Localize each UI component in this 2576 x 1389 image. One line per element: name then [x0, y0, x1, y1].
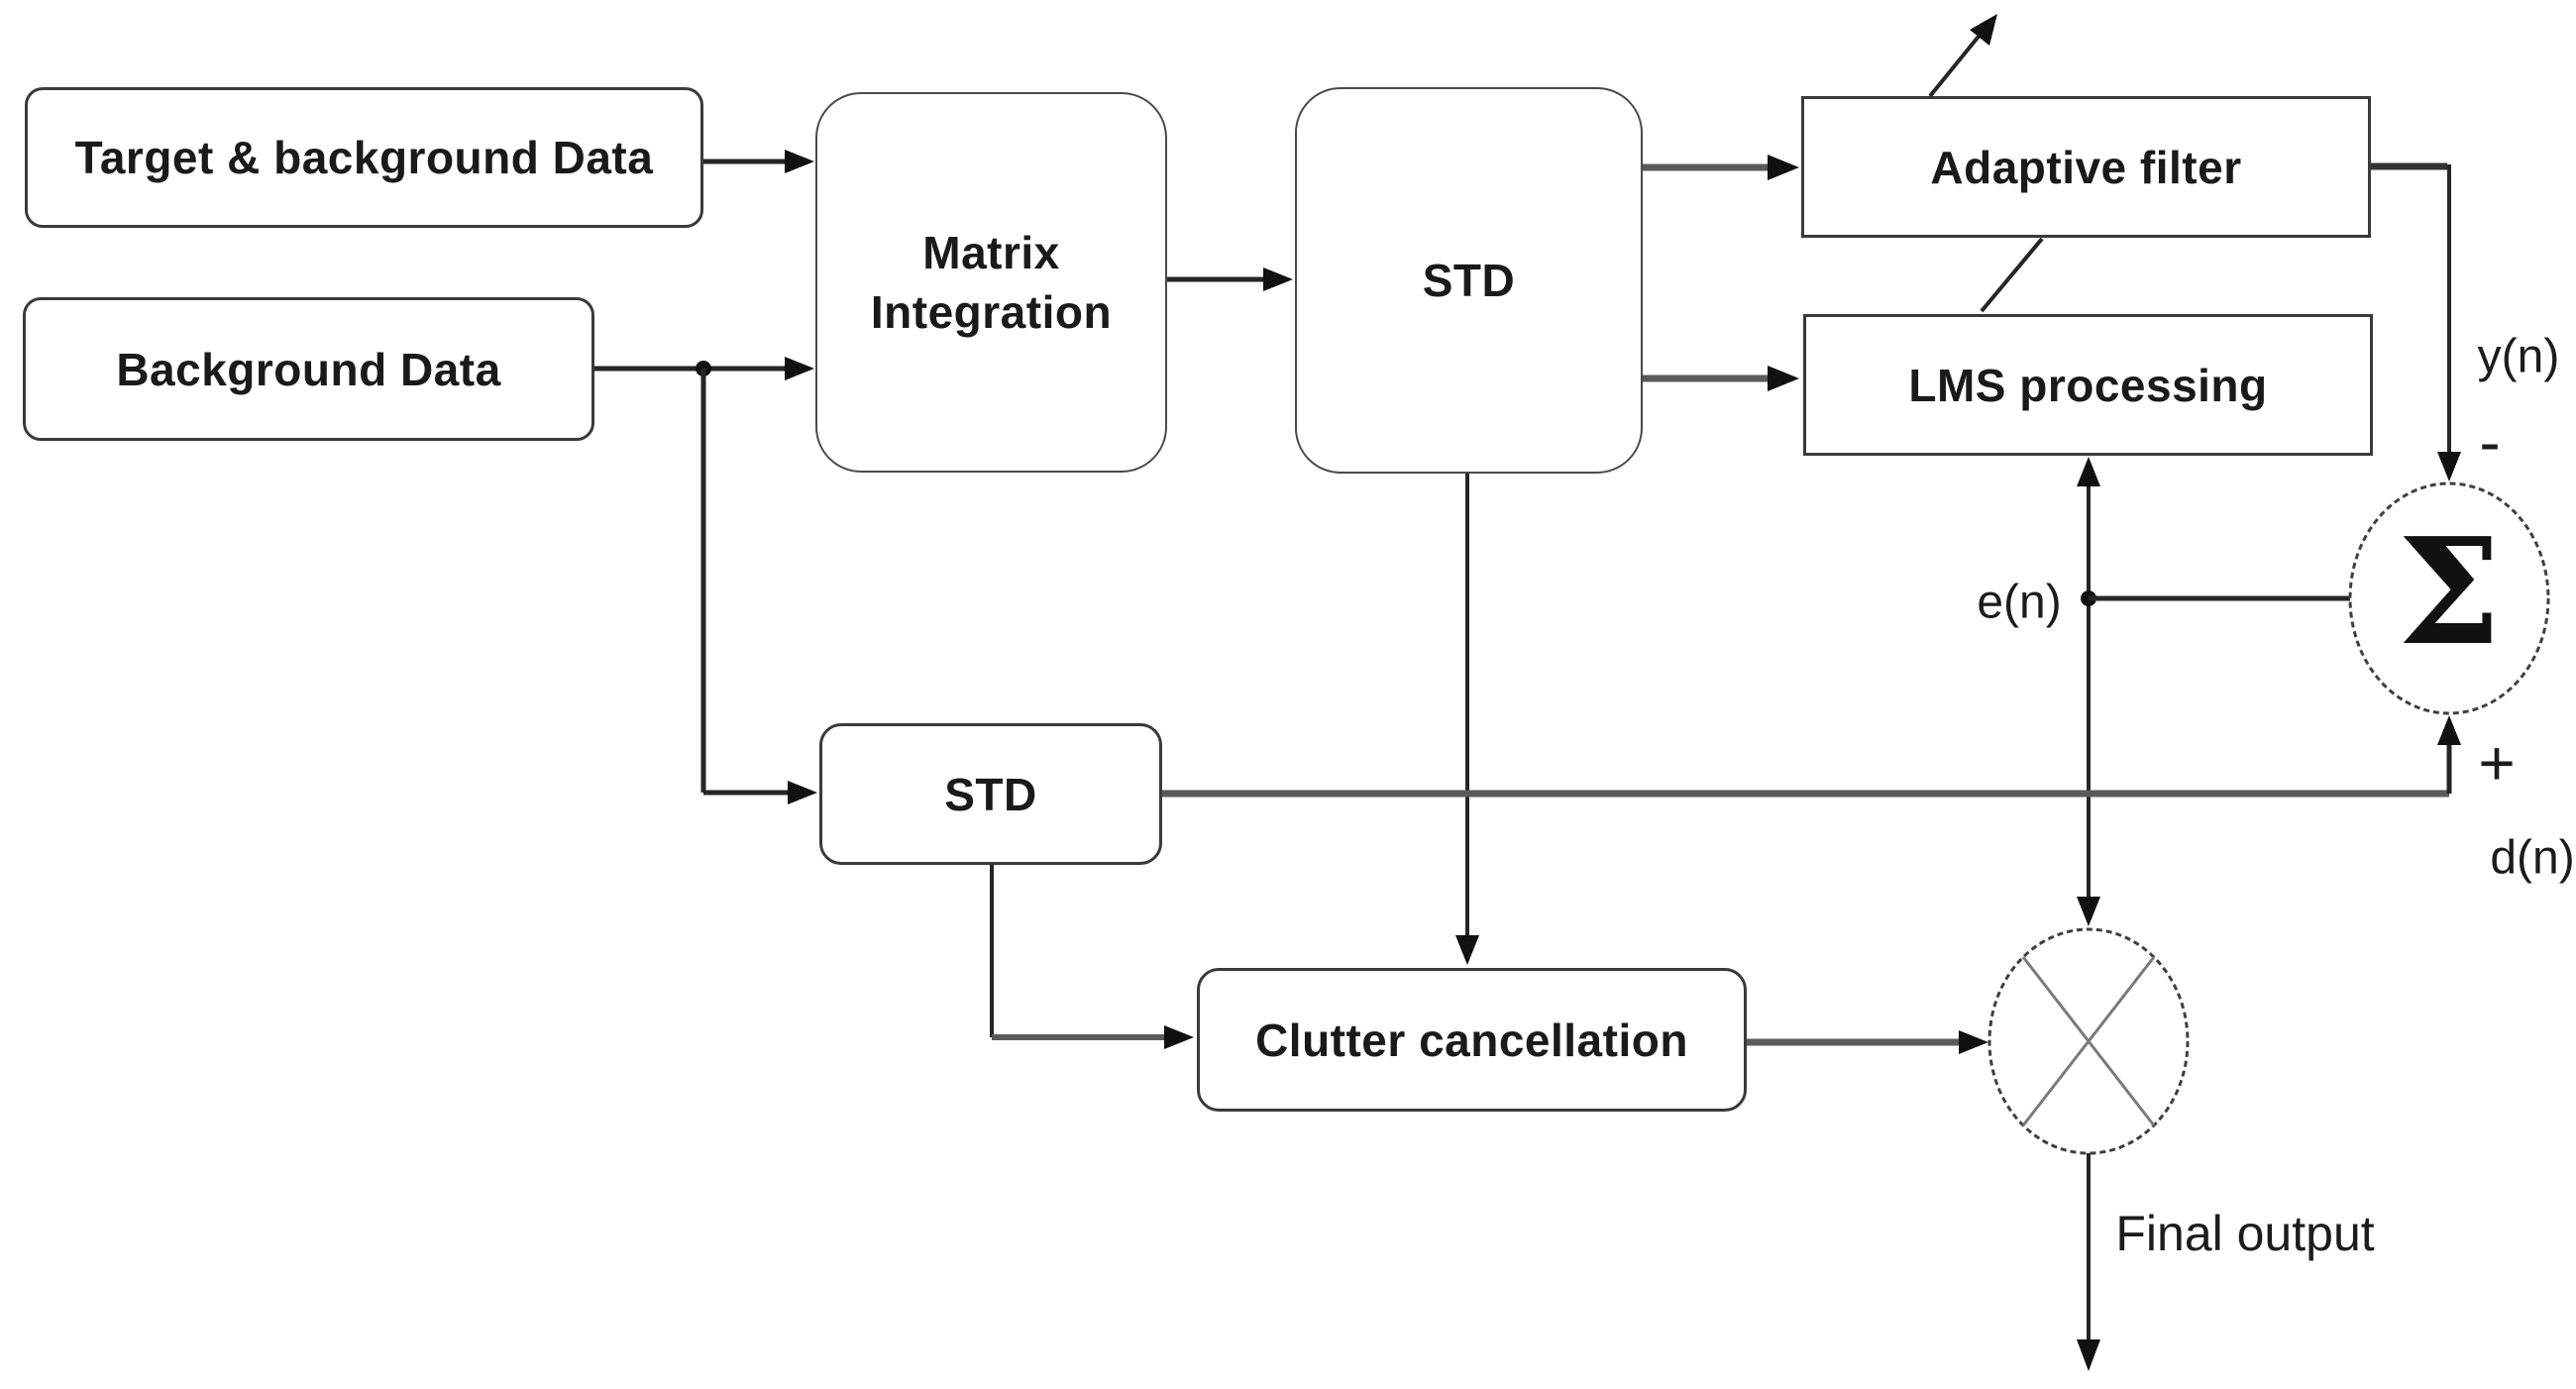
connector-mult-to-final [2077, 1152, 2100, 1371]
node-label: STD [1422, 255, 1516, 306]
label-minus: - [2479, 406, 2501, 478]
sum-node [2348, 481, 2550, 715]
matrix-label-line1: Matrix [922, 227, 1060, 278]
node-label: Matrix Integration [871, 223, 1112, 342]
connector-std-to-adaptive [1643, 155, 1799, 180]
matrix-label-line2: Integration [870, 286, 1113, 338]
connector-std-to-clutter [1455, 474, 1479, 965]
node-background-data: Background Data [23, 297, 594, 441]
node-label: STD [944, 768, 1037, 820]
connector-adaptive-to-sum-yn [2371, 162, 2461, 481]
node-label: Clutter cancellation [1255, 1014, 1688, 1066]
node-adaptive-filter: Adaptive filter [1801, 96, 2371, 238]
connector-stdlower-to-clutter [990, 865, 1194, 1049]
label-en: e(n) [1977, 576, 2062, 629]
label-dn: d(n) [2490, 831, 2575, 885]
connector-en-vertical [2077, 457, 2100, 926]
connector-dn-to-sum [1162, 715, 2461, 798]
connector-background-to-std-lower [700, 369, 817, 804]
label-final-output: Final output [2115, 1206, 2375, 1261]
arrow-adaptive-weights-out [1928, 14, 1997, 98]
node-label: Target & background Data [74, 132, 654, 183]
node-std-top: STD [1295, 87, 1643, 474]
node-clutter-cancellation: Clutter cancellation [1197, 968, 1747, 1112]
node-lms-processing: LMS processing [1803, 314, 2373, 456]
node-matrix-integration: Matrix Integration [815, 92, 1167, 473]
connector-targetbg-to-matrix [703, 150, 814, 173]
connector-clutter-to-mult [1747, 1030, 1988, 1054]
node-label: Adaptive filter [1930, 141, 2242, 193]
multiplier-cross-line [2021, 956, 2156, 1126]
connector-std-to-lms [1643, 366, 1799, 391]
multiplier-node [1987, 927, 2190, 1155]
sum-symbol: Σ [2397, 505, 2502, 679]
node-label: Background Data [116, 343, 501, 395]
node-label: LMS processing [1908, 359, 2268, 411]
connector-matrix-to-std [1167, 267, 1293, 291]
label-plus: + [2478, 727, 2516, 799]
node-target-background-data: Target & background Data [25, 87, 703, 228]
label-yn: y(n) [2477, 330, 2560, 383]
node-std-lower: STD [819, 723, 1162, 865]
connector-lms-to-adaptive-diagonal [1980, 237, 2044, 313]
